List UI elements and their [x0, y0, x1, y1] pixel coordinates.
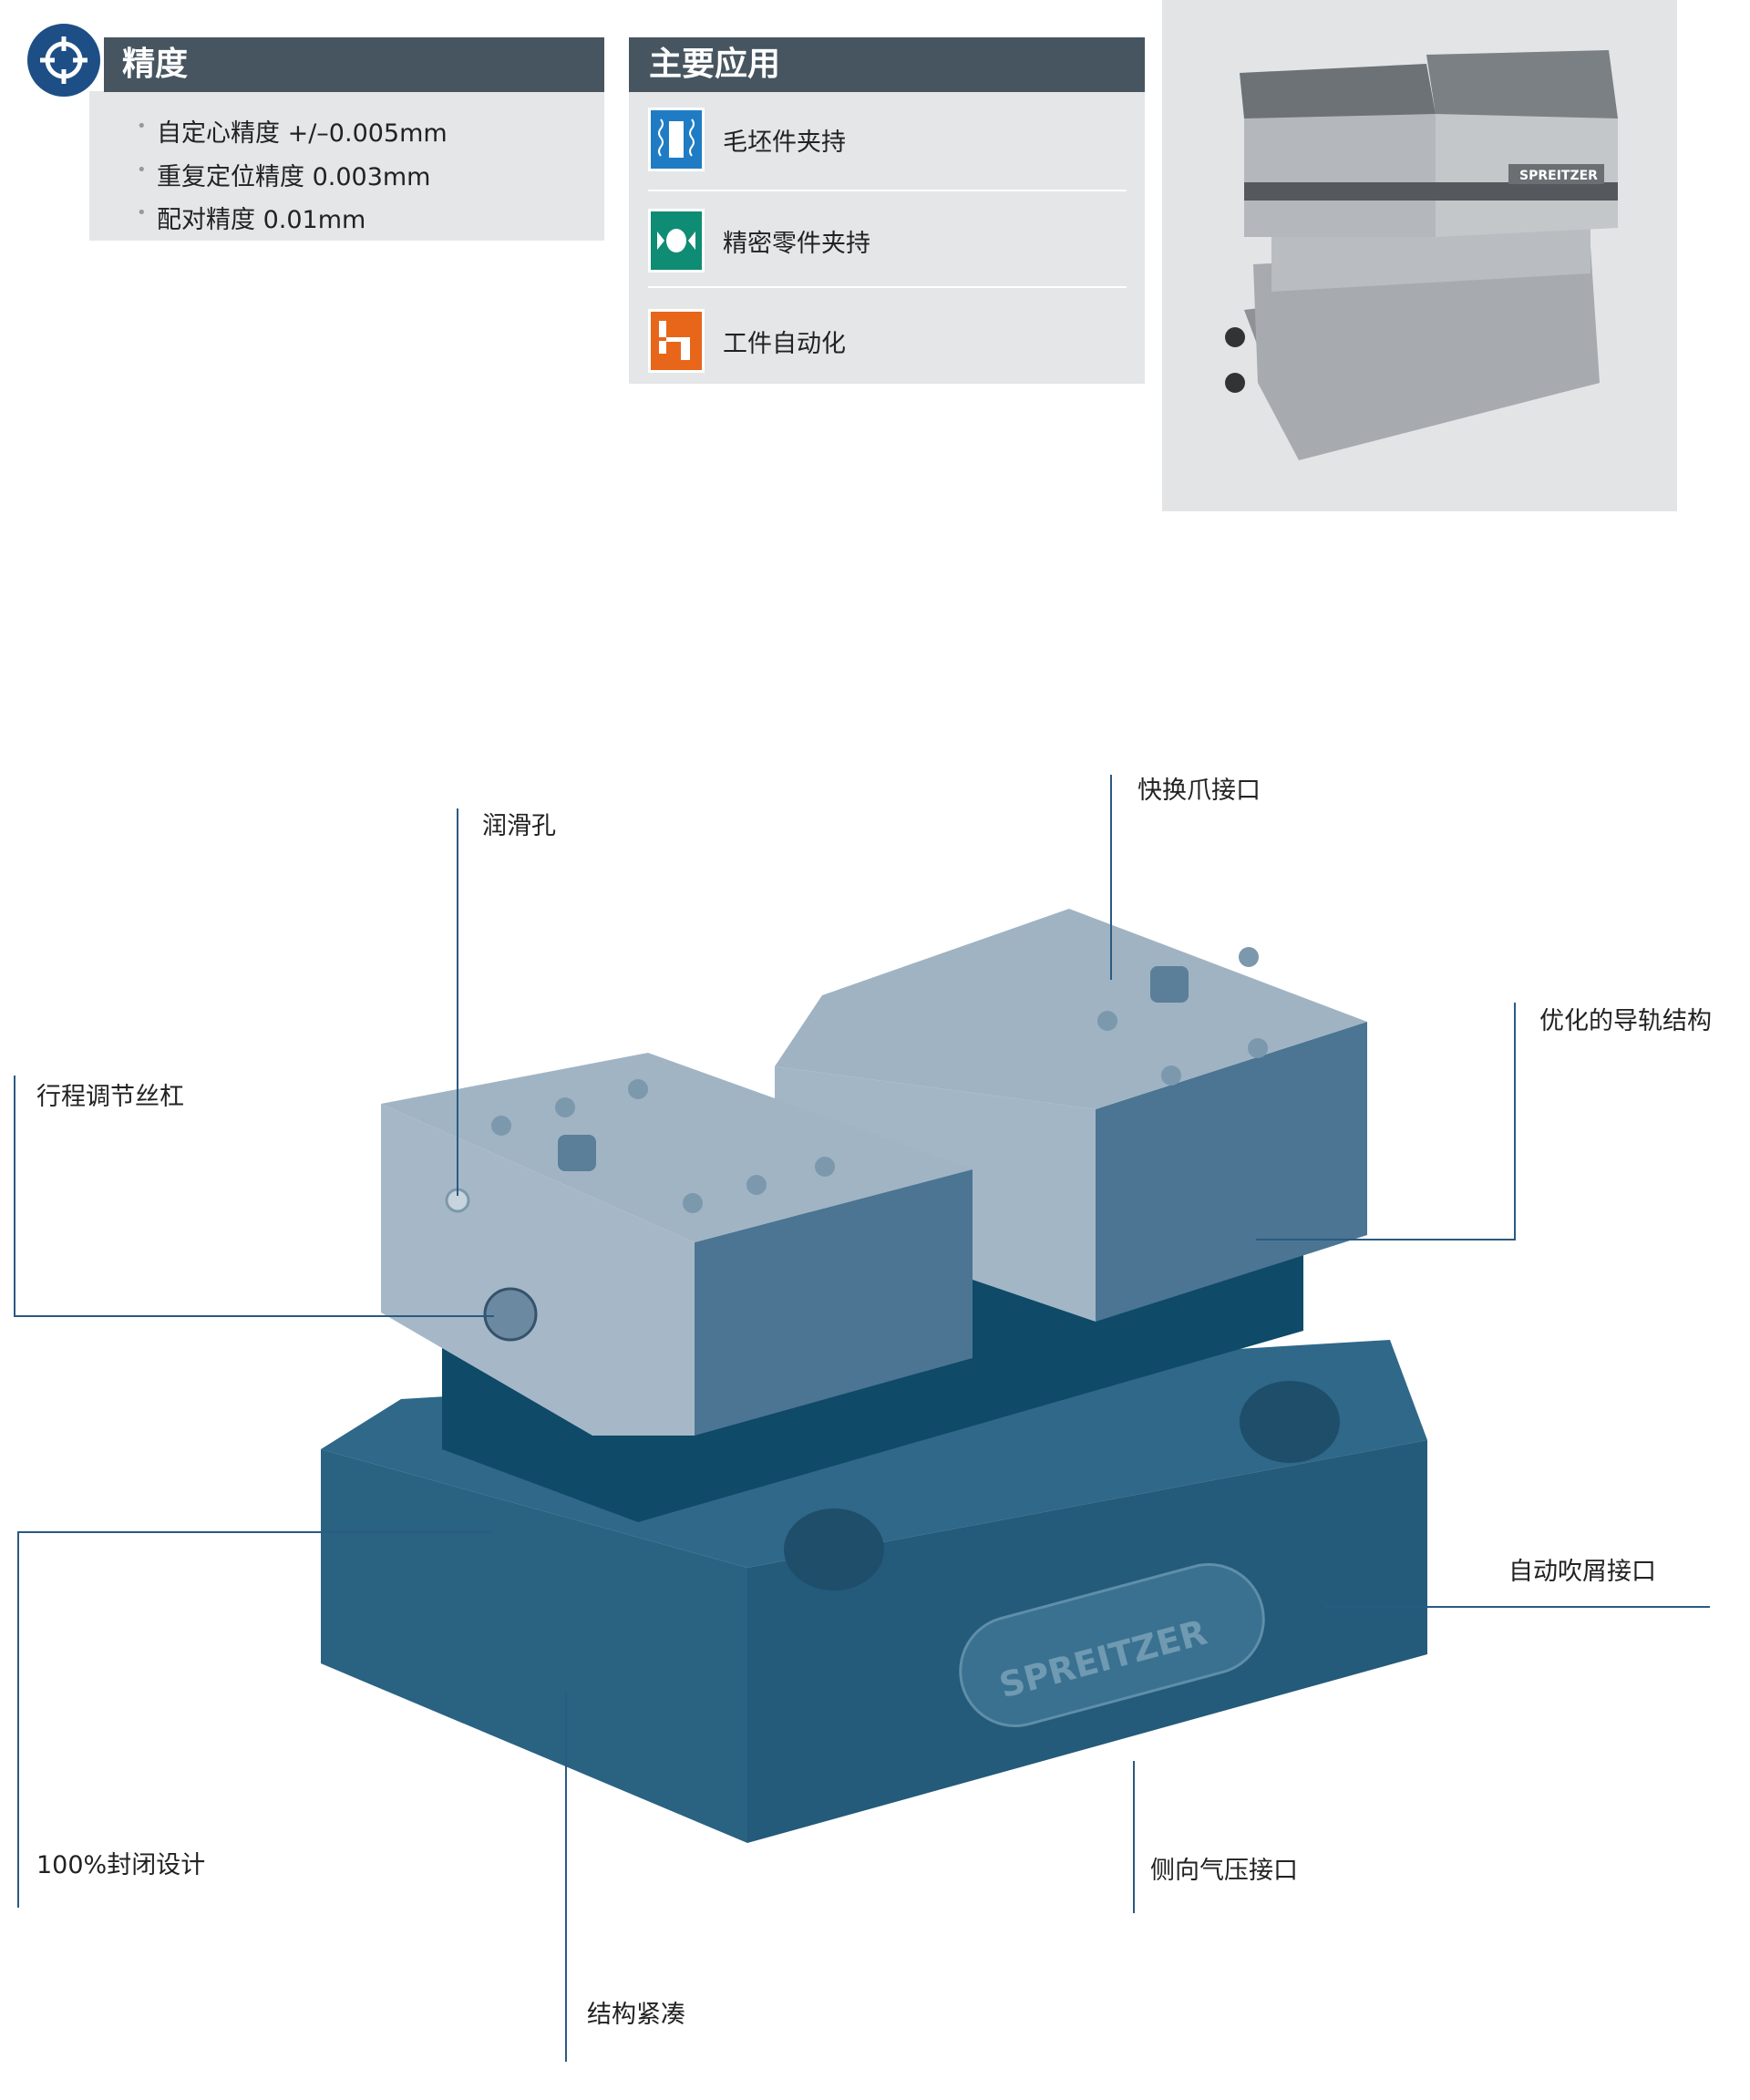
- callout-chip-blow-port: 自动吹屑接口: [1508, 1558, 1656, 1586]
- callout-line: [17, 1531, 19, 1908]
- callout-line: [1514, 1003, 1516, 1240]
- left-jaw-front: [695, 1169, 973, 1436]
- callout-quick-jaw-interface: 快换爪接口: [1138, 777, 1261, 805]
- crosshair-icon: [24, 20, 104, 100]
- callout-lubrication-hole: 润滑孔: [482, 812, 556, 840]
- left-jaw-top: [381, 1053, 973, 1242]
- precision-item: 重复定位精度 0.003mm: [137, 157, 431, 192]
- callout-line: [14, 1315, 494, 1317]
- automation-icon: [648, 309, 705, 373]
- callout-line: [457, 808, 458, 1196]
- precision-title: 精度: [122, 46, 189, 83]
- callout-line: [17, 1531, 491, 1533]
- divider: [648, 286, 1127, 288]
- divider: [648, 190, 1127, 191]
- application-label: 毛坯件夹持: [723, 128, 846, 157]
- callout-line: [1133, 1761, 1135, 1913]
- callout-optimized-guide: 优化的导轨结构: [1539, 1007, 1712, 1035]
- application-item: 工件自动化: [648, 300, 1127, 382]
- left-jaw-side: [381, 1104, 695, 1436]
- product-photo: SPREITZER: [1162, 0, 1677, 511]
- callout-line: [565, 1693, 567, 2062]
- callout-stroke-screw: 行程调节丝杠: [36, 1083, 184, 1111]
- application-label: 精密零件夹持: [723, 229, 870, 258]
- right-jaw-top: [775, 909, 1367, 1109]
- photo-brand-plate: SPREITZER: [1519, 169, 1598, 183]
- precision-header: 精度: [104, 37, 604, 92]
- callout-line: [14, 1076, 15, 1317]
- callout-line: [1325, 1606, 1710, 1608]
- applications-title: 主要应用: [649, 46, 781, 83]
- callout-sealed-design: 100%封闭设计: [36, 1851, 206, 1879]
- callout-side-air-port: 侧向气压接口: [1150, 1857, 1298, 1885]
- application-label: 工件自动化: [723, 329, 846, 358]
- right-jaw-front: [1096, 1022, 1367, 1322]
- precision-item: 配对精度 0.01mm: [137, 200, 365, 235]
- callout-line: [1256, 1239, 1516, 1240]
- applications-header: 主要应用: [629, 37, 1145, 92]
- applications-panel: [629, 37, 1145, 384]
- application-item: 精密零件夹持: [648, 200, 1127, 282]
- base-left-face: [321, 1449, 747, 1843]
- stroke-screw-nut: [483, 1287, 538, 1342]
- precision-part-clamping-icon: [648, 209, 705, 273]
- raw-part-clamping-icon: [648, 108, 705, 171]
- application-item: 毛坯件夹持: [648, 98, 1127, 180]
- callout-line: [1110, 775, 1112, 980]
- callout-compact-structure: 结构紧凑: [587, 2001, 685, 2029]
- precision-item: 自定心精度 +/–0.005mm: [137, 113, 448, 149]
